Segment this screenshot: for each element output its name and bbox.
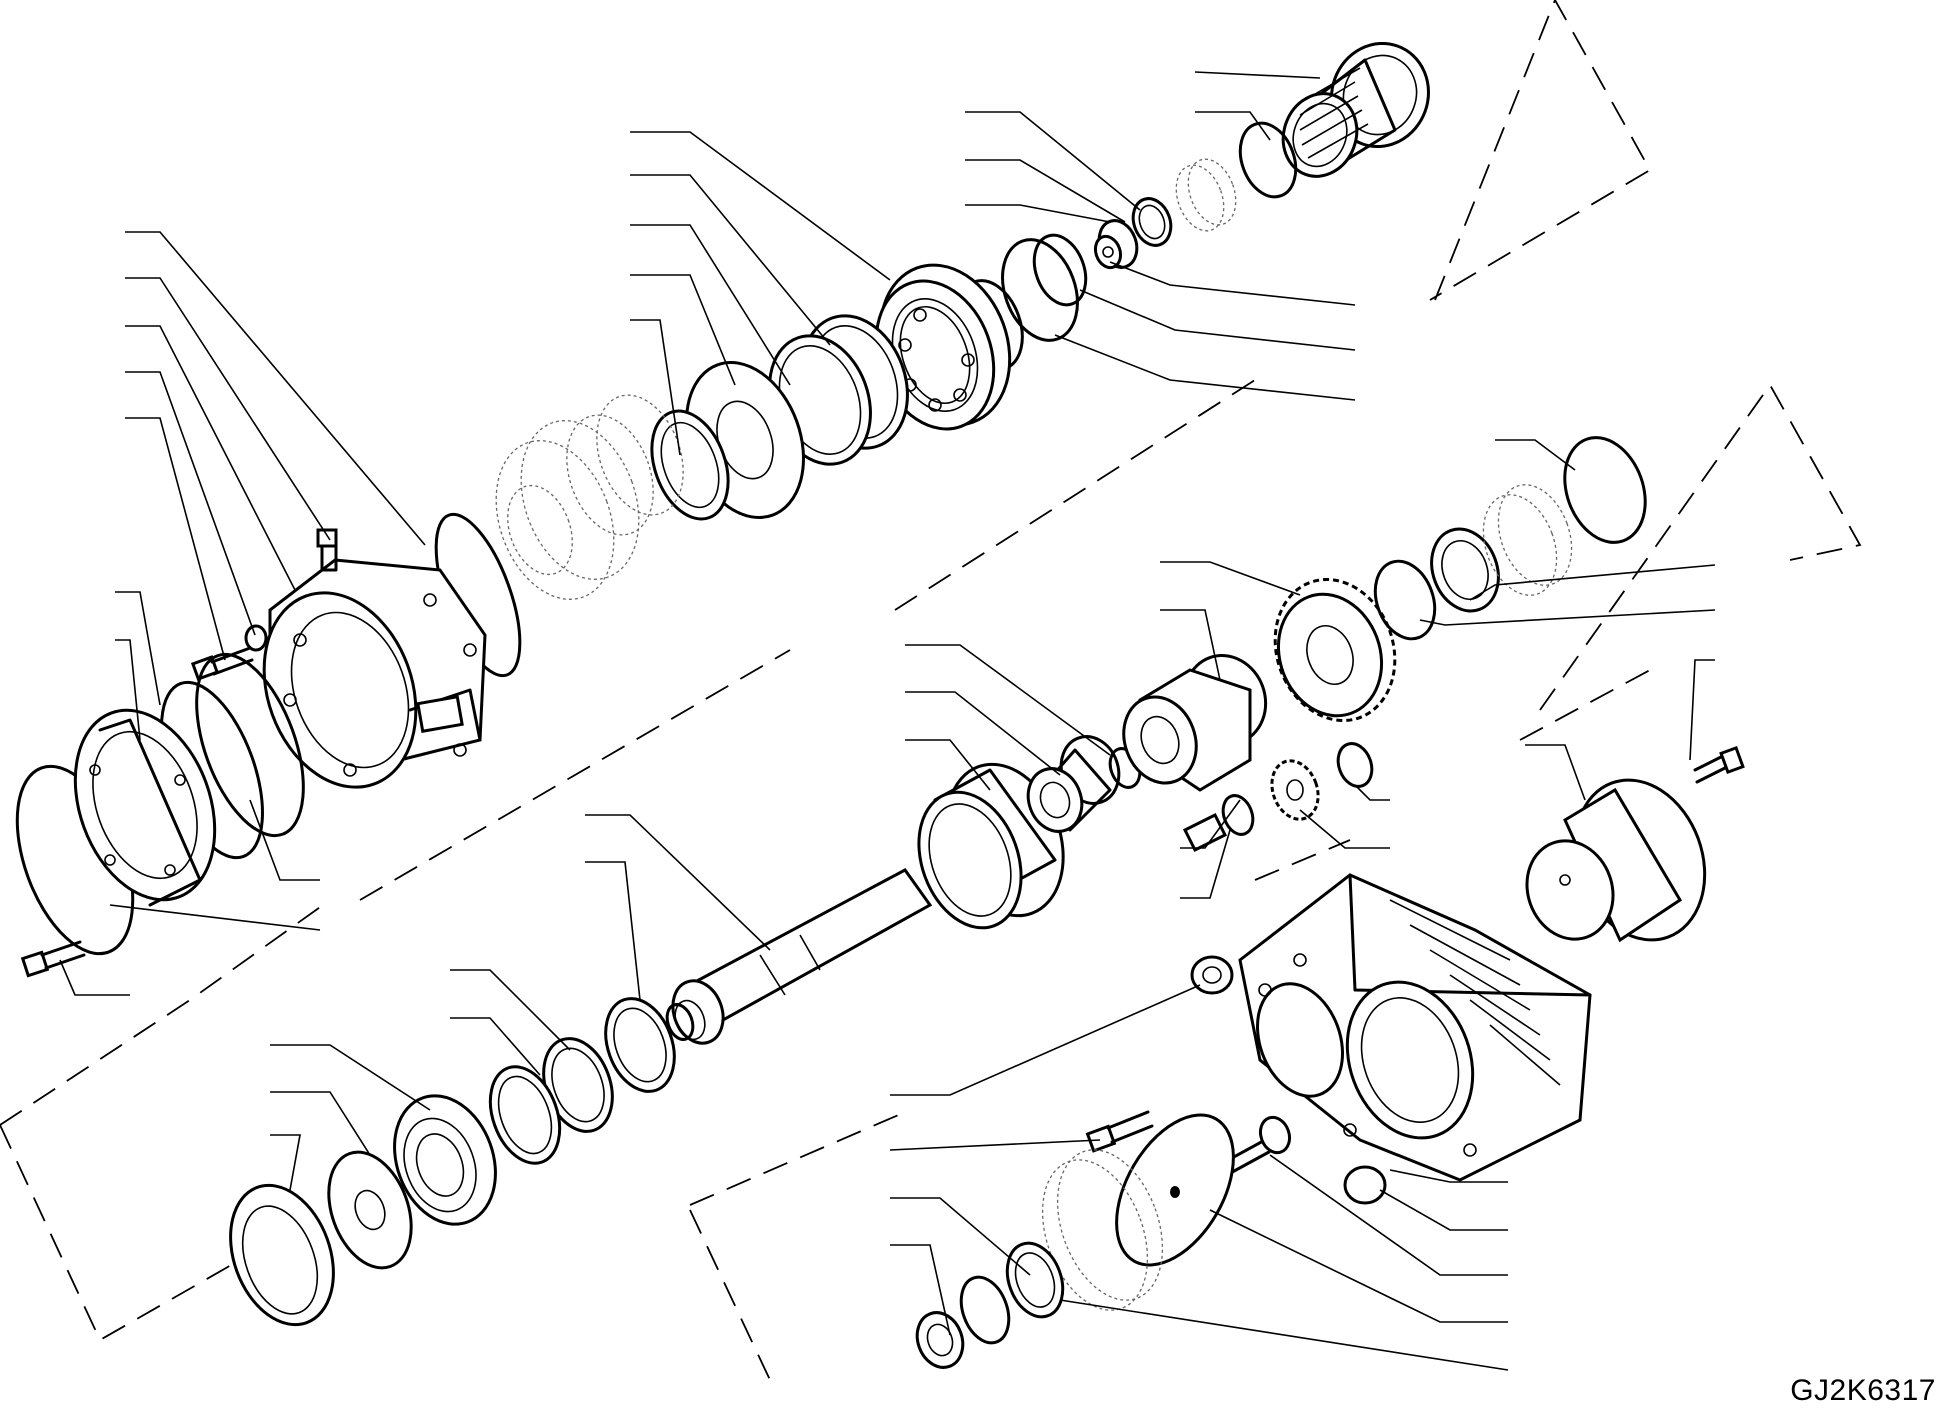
gearbox-housing xyxy=(1238,873,1592,1182)
snap-ring-top xyxy=(1238,121,1298,199)
small-needle-bearing xyxy=(1093,197,1173,270)
bolt-right xyxy=(1693,745,1745,784)
nut-housing xyxy=(1190,955,1234,995)
breather-plug xyxy=(316,528,338,572)
upper-gear xyxy=(1281,41,1430,178)
lower-rings xyxy=(488,997,695,1165)
splined-sleeve xyxy=(1026,735,1121,833)
bolt-lower-right xyxy=(1085,1110,1154,1153)
lower-right-bearing xyxy=(915,1241,1065,1369)
main-shaft xyxy=(671,868,933,1045)
bolt-cover-left xyxy=(20,940,86,978)
lower-ball-bearing xyxy=(393,1094,497,1226)
lower-seal-disc xyxy=(327,1150,413,1270)
shim-rings xyxy=(650,314,909,521)
phantom-gear-lower xyxy=(1041,1149,1164,1311)
drawing-code-label: GJ2K6317 xyxy=(1790,1374,1936,1407)
small-pinion xyxy=(1270,759,1320,821)
lower-seal-ring xyxy=(229,1183,335,1327)
section-boundaries xyxy=(0,0,1862,1381)
main-gear-mid xyxy=(1273,577,1397,723)
right-bearing-group xyxy=(1373,436,1647,641)
flange-housing xyxy=(262,558,487,789)
snap-ring-mid-right xyxy=(1336,742,1374,788)
leader-lines xyxy=(59,71,1716,1371)
drain-plug xyxy=(1343,1165,1387,1205)
pin-mid xyxy=(1182,794,1255,853)
planet-carrier xyxy=(1122,654,1268,792)
bell-cover xyxy=(1525,778,1707,943)
phantom-washer-top xyxy=(1175,158,1237,232)
cover-flange xyxy=(73,708,217,907)
